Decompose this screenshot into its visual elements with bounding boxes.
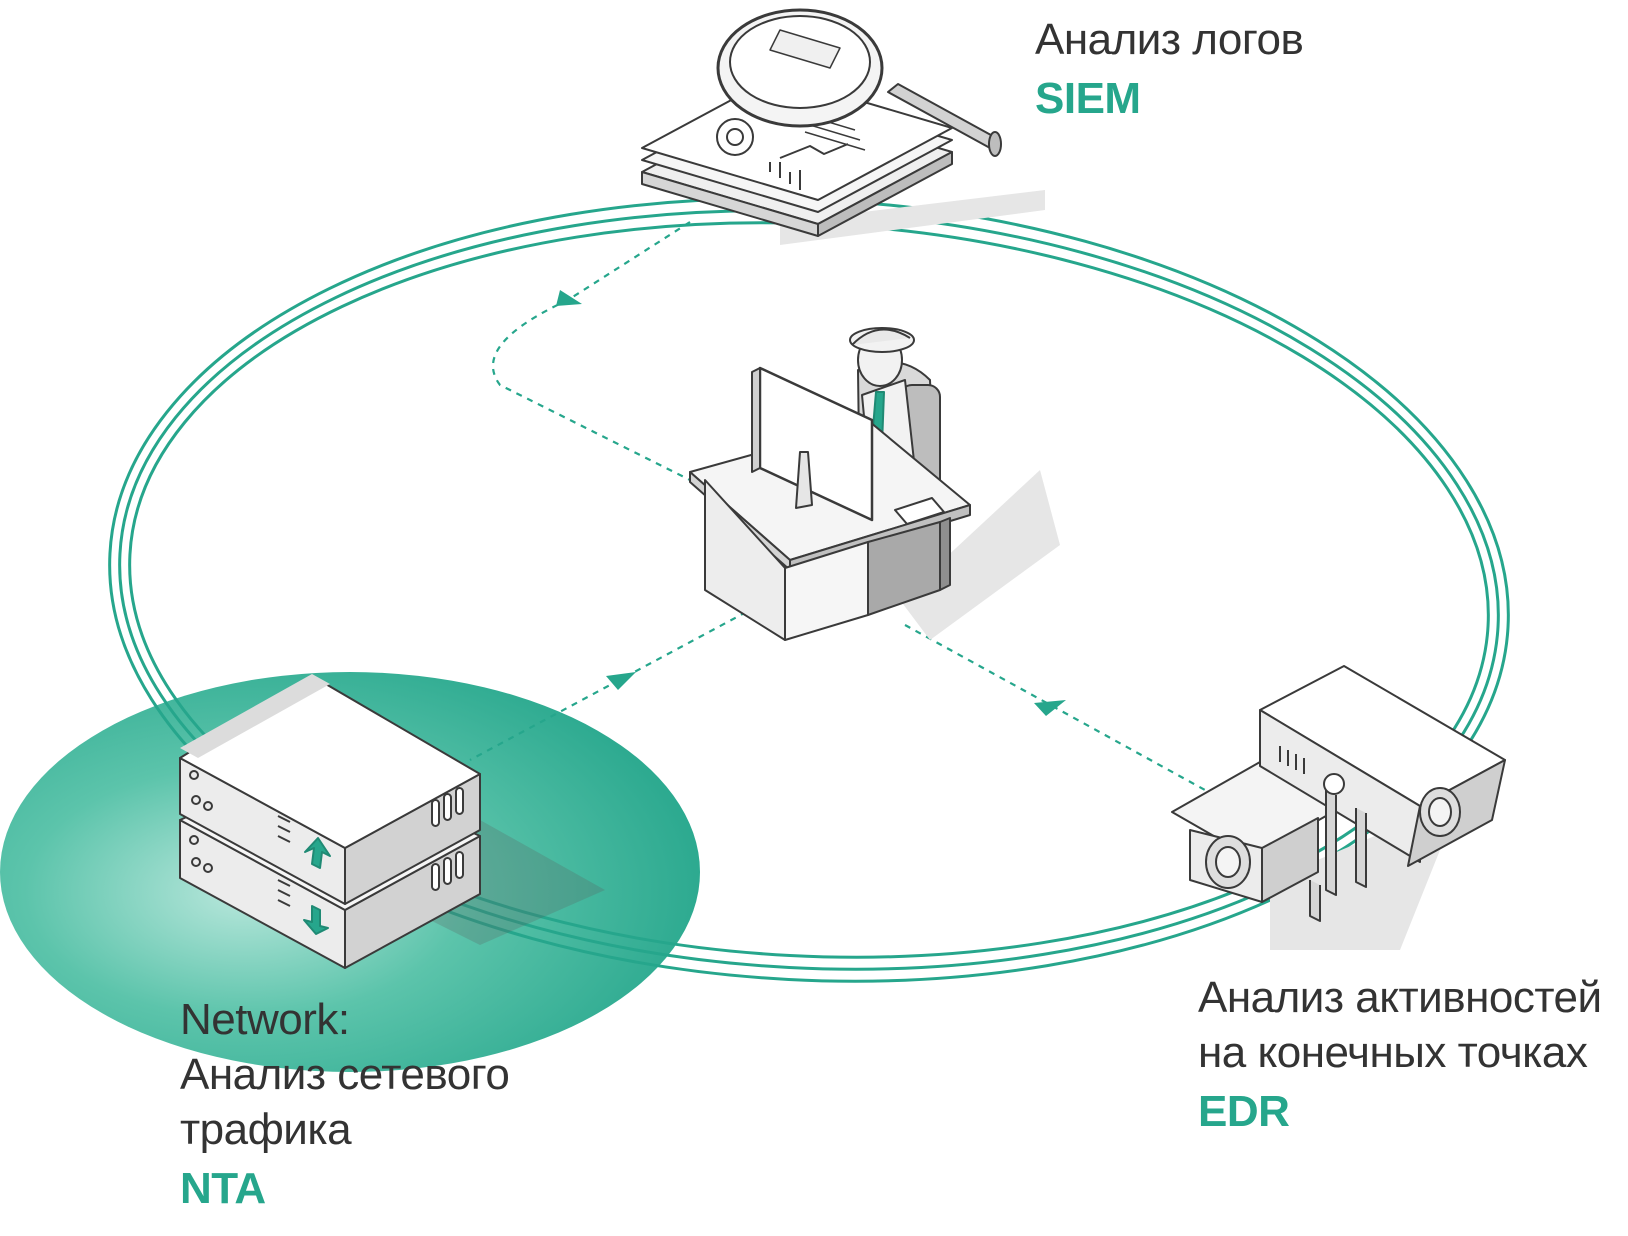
siem-acronym: SIEM: [1035, 74, 1141, 123]
nta-title-line1: Network:: [180, 995, 350, 1044]
siem-label: Анализ логов SIEM: [1035, 12, 1304, 126]
edr-acronym: EDR: [1198, 1087, 1290, 1136]
siem-to-center-link: [491, 221, 781, 526]
download-arrow-icon: [303, 905, 329, 935]
nta-acronym: NTA: [180, 1164, 266, 1213]
arrow-nta-link: [606, 672, 636, 690]
center-to-nta-link: [469, 594, 779, 761]
server-rack-icon: [179, 674, 605, 969]
nta-title-line3: трафика: [180, 1105, 352, 1154]
security-officer-at-desk-icon: [689, 327, 1060, 641]
arrow-edr-link: [1034, 700, 1066, 716]
magnifier-documents-icon: [641, 8, 1045, 245]
edr-title-line1: Анализ активностей: [1198, 973, 1602, 1022]
nta-label: Network: Анализ сетевого трафика NTA: [180, 992, 510, 1216]
siem-title: Анализ логов: [1035, 15, 1304, 64]
arrow-siem-link: [556, 290, 582, 306]
cctv-camera-icon: [1171, 665, 1506, 950]
connection-arrows: [556, 290, 1066, 716]
edr-title-line2: на конечных точках: [1198, 1028, 1588, 1077]
upload-arrow-icon: [304, 837, 331, 869]
nta-title-line2: Анализ сетевого: [180, 1050, 510, 1099]
edr-label: Анализ активностей на конечных точках ED…: [1198, 970, 1602, 1139]
